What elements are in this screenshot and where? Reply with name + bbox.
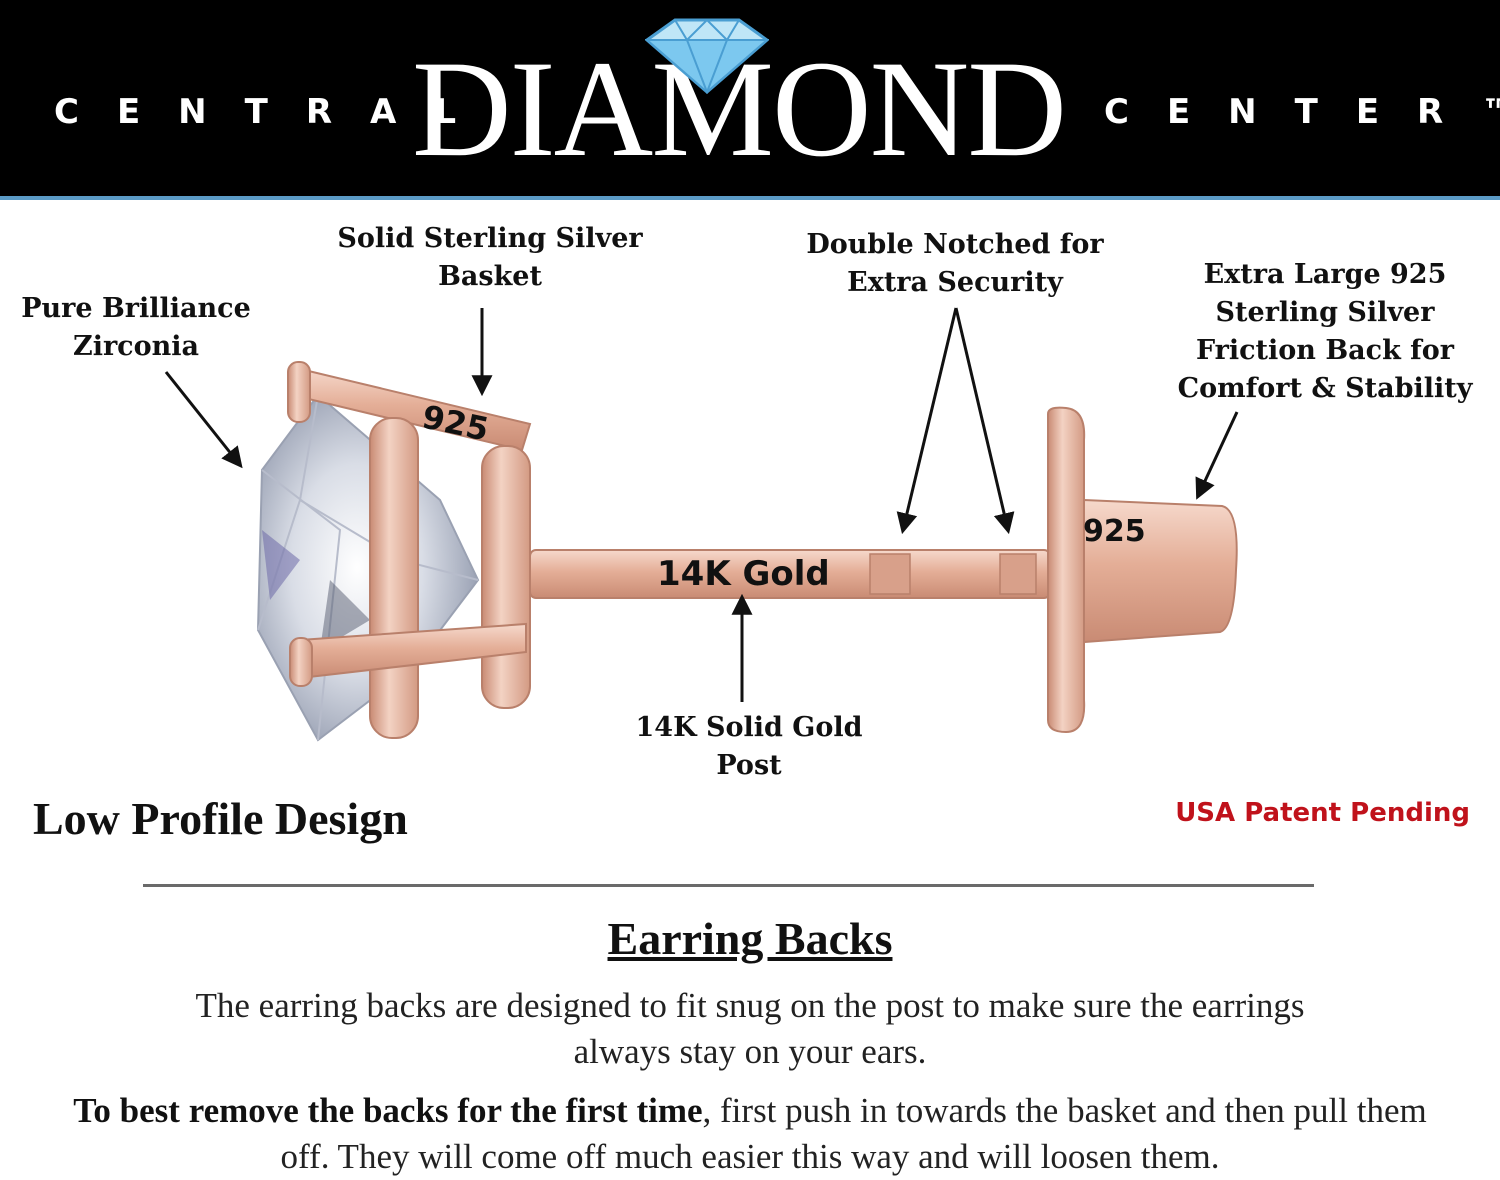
backs-paragraph-fit: The earring backs are designed to fit sn… (195, 986, 1305, 1071)
removal-instructions: , first push in towards the basket and t… (280, 1091, 1427, 1176)
diamond-gem-icon (645, 18, 769, 94)
notched-callout: Double Notched for Extra Security (806, 229, 1104, 298)
earring-backs-title: Earring Backs (607, 913, 893, 964)
zirconia-gem (256, 393, 480, 742)
notch-arrow-left (896, 307, 958, 535)
friction-back (1047, 406, 1238, 734)
brand-word-central: CENTRAL (54, 92, 494, 132)
back-stamp: 925 (1083, 514, 1146, 549)
post-callout: 14K Solid Gold Post (635, 712, 863, 781)
low-profile-heading: Low Profile Design (33, 793, 408, 844)
patent-pending-label: USA Patent Pending (1175, 798, 1470, 828)
notch-arrow-right (954, 307, 1015, 535)
sterling-silver-basket (287, 361, 532, 739)
brand-word-center: CENTER™ (1104, 92, 1500, 132)
section-divider (143, 884, 1314, 887)
post-stamp: 14K Gold (657, 554, 830, 594)
earring-diagram (164, 307, 1239, 742)
basket-callout: Solid Sterling Silver Basket (337, 223, 643, 292)
banner-accent-rule (0, 196, 1500, 200)
backs-paragraph-removal: To best remove the backs for the first t… (60, 1088, 1440, 1180)
friction-back-callout: Extra Large 925 Sterling Silver Friction… (1177, 259, 1473, 404)
zirconia-callout: Pure Brilliance Zirconia (21, 293, 251, 362)
friction-back-arrow (1195, 411, 1239, 500)
removal-emphasis: To best remove the backs for the first t… (73, 1091, 703, 1130)
gold-post (529, 549, 1051, 599)
zirconia-arrow (164, 371, 243, 469)
